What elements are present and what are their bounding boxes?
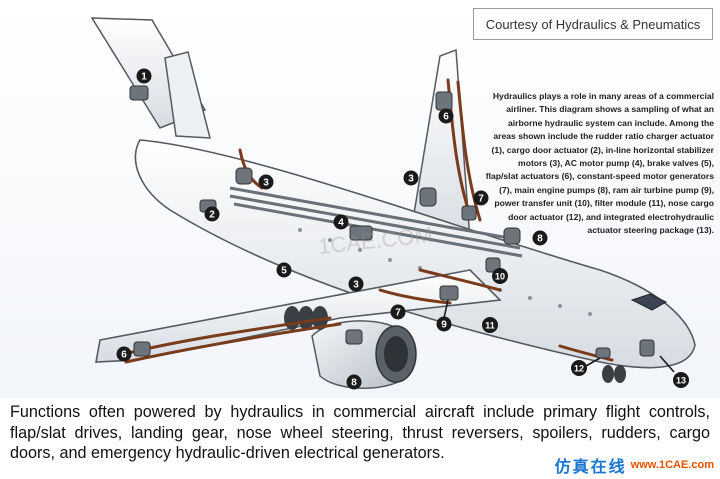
callout-marker: 3 bbox=[403, 170, 419, 186]
callout-marker: 8 bbox=[532, 230, 548, 246]
callout-label: 7 bbox=[478, 194, 484, 205]
callout-marker: 9 bbox=[436, 316, 452, 332]
callout-marker: 7 bbox=[390, 304, 406, 320]
aircraft-diagram: 1 2 3 3 3 4 5 bbox=[0, 0, 720, 398]
callout-marker: 1 bbox=[136, 68, 152, 84]
callout-label: 3 bbox=[263, 178, 269, 189]
nose-landing-gear bbox=[602, 365, 626, 383]
callout-marker: 12 bbox=[571, 360, 587, 376]
callout-leaders bbox=[443, 299, 675, 373]
callout-label: 8 bbox=[351, 378, 357, 389]
callout-label: 6 bbox=[443, 112, 449, 123]
callout-marker: 6 bbox=[116, 346, 132, 362]
horizontal-stabilizer bbox=[164, 51, 211, 139]
callout-marker: 3 bbox=[258, 174, 274, 190]
callout-label: 3 bbox=[353, 280, 359, 291]
stamp-chinese: 仿真在线 bbox=[554, 457, 627, 476]
description-text: Hydraulics plays a role in many areas of… bbox=[485, 91, 714, 236]
callout-marker: 3 bbox=[348, 276, 364, 292]
callout-marker: 6 bbox=[438, 108, 454, 124]
callout-marker: 13 bbox=[673, 372, 689, 388]
callout-markers: 1 2 3 3 3 4 5 bbox=[116, 68, 689, 390]
callout-marker: 5 bbox=[276, 262, 292, 278]
callout-label: 9 bbox=[441, 320, 447, 331]
callout-label: 1 bbox=[141, 72, 147, 83]
callout-label: 3 bbox=[408, 174, 414, 185]
callout-marker: 4 bbox=[333, 214, 349, 230]
callout-label: 7 bbox=[395, 308, 401, 319]
callout-label: 13 bbox=[676, 376, 686, 386]
callout-marker: 10 bbox=[492, 268, 508, 284]
engine-nacelle bbox=[311, 320, 417, 389]
callout-label: 12 bbox=[574, 364, 584, 374]
callout-marker: 2 bbox=[204, 206, 220, 222]
spanwise-tubes bbox=[229, 186, 523, 258]
callout-label: 11 bbox=[485, 321, 495, 331]
callout-label: 5 bbox=[281, 266, 287, 277]
hydraulic-components bbox=[129, 85, 655, 359]
site-stamp: 仿真在线 www.1CAE.com bbox=[555, 453, 714, 477]
callout-label: 4 bbox=[338, 218, 344, 229]
callout-label: 10 bbox=[495, 272, 505, 282]
callout-label: 6 bbox=[121, 350, 127, 361]
callout-label: 8 bbox=[537, 234, 543, 245]
stamp-site: www.1CAE.com bbox=[630, 459, 714, 471]
credit-box: Courtesy of Hydraulics & Pneumatics bbox=[473, 8, 713, 40]
callout-marker: 8 bbox=[346, 374, 362, 390]
cockpit-windows bbox=[630, 293, 668, 311]
aircraft-illustration: 1 2 3 3 3 4 5 bbox=[90, 17, 696, 390]
caption-text: Functions often powered by hydraulics in… bbox=[10, 403, 710, 462]
callout-marker: 7 bbox=[473, 190, 489, 206]
callout-marker: 11 bbox=[482, 317, 498, 333]
callout-label: 2 bbox=[209, 210, 215, 221]
